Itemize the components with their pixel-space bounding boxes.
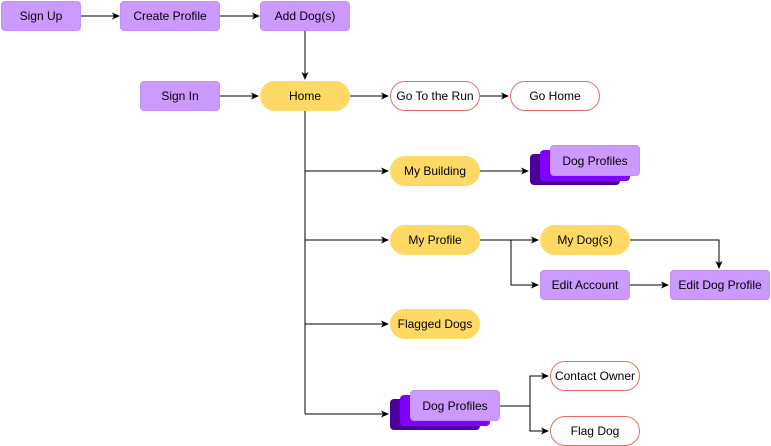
edge-dogprofiles-contactowner <box>500 372 549 407</box>
node-go-to-the-run[interactable]: Go To the Run <box>390 81 480 111</box>
node-sign-in[interactable]: Sign In <box>140 81 220 111</box>
node-label: Add Dog(s) <box>274 9 336 23</box>
node-label: Create Profile <box>133 9 207 23</box>
edge-dogprofiles-flagdog <box>529 406 549 435</box>
node-go-home[interactable]: Go Home <box>510 81 600 111</box>
node-my-profile[interactable]: My Profile <box>390 225 480 255</box>
node-my-dogs[interactable]: My Dog(s) <box>540 225 630 255</box>
node-edit-account[interactable]: Edit Account <box>540 270 630 300</box>
node-label: Home <box>288 89 321 103</box>
node-flag-dog[interactable]: Flag Dog <box>550 416 640 446</box>
node-label: Dog Profiles <box>422 398 488 413</box>
node-label: Flag Dog <box>570 424 620 438</box>
node-contact-owner[interactable]: Contact Owner <box>550 361 640 391</box>
node-label: Dog Profiles <box>562 153 628 168</box>
node-home[interactable]: Home <box>260 81 350 111</box>
node-my-building[interactable]: My Building <box>390 156 480 186</box>
node-label: Sign In <box>161 89 199 103</box>
stack-layer-front: Dog Profiles <box>410 390 500 421</box>
node-label: Edit Account <box>551 278 619 292</box>
edge-myprofile-editaccount <box>510 240 539 289</box>
node-label: My Dog(s) <box>557 233 613 247</box>
edge-mydogs-editdogprofile <box>630 239 723 269</box>
node-label: Contact Owner <box>554 369 636 383</box>
node-add-dogs[interactable]: Add Dog(s) <box>260 1 350 31</box>
stack-layer-front: Dog Profiles <box>550 145 640 176</box>
node-sign-up[interactable]: Sign Up <box>1 1 81 31</box>
node-label: Go To the Run <box>396 89 474 103</box>
node-label: Sign Up <box>19 9 63 23</box>
node-label: Flagged Dogs <box>397 317 473 331</box>
node-label: Edit Dog Profile <box>678 278 762 292</box>
node-label: My Profile <box>408 233 462 247</box>
node-label: My Building <box>403 164 467 178</box>
node-label: Go Home <box>529 89 581 103</box>
node-flagged-dogs[interactable]: Flagged Dogs <box>390 309 480 339</box>
node-edit-dog-profile[interactable]: Edit Dog Profile <box>670 270 770 300</box>
node-create-profile[interactable]: Create Profile <box>120 1 220 31</box>
